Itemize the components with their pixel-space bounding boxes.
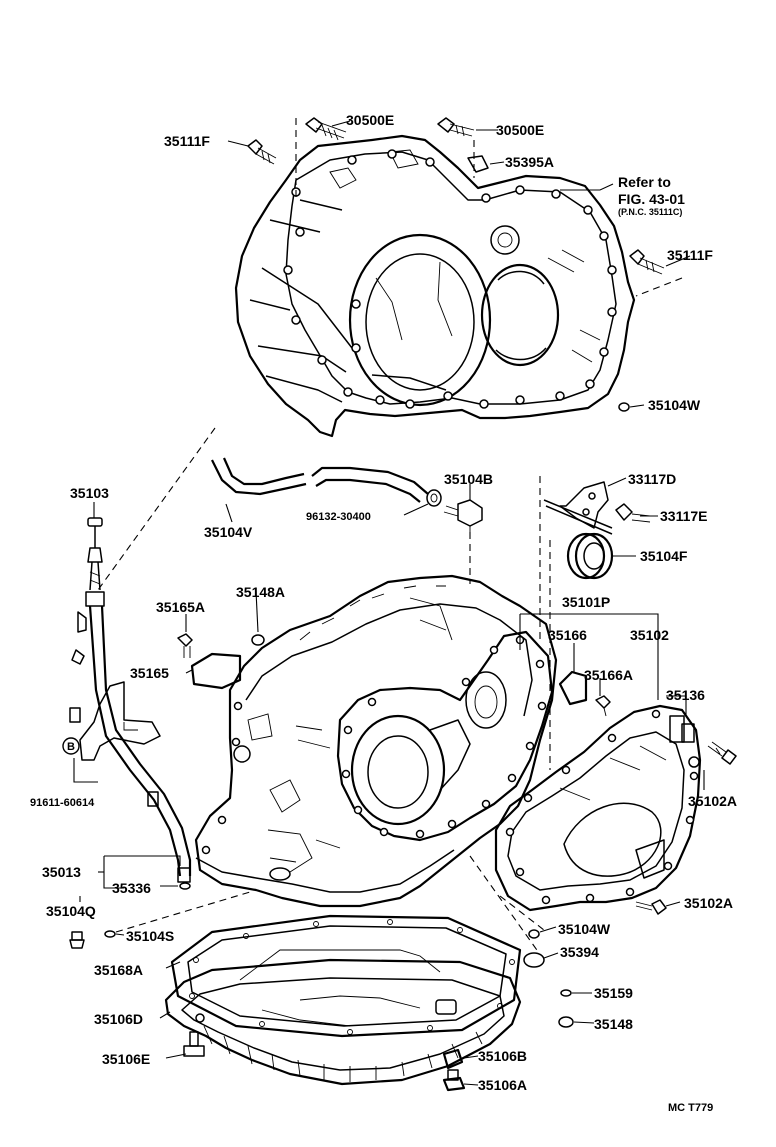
label-33117D: 33117D (628, 471, 676, 487)
label-35166: 35166 (548, 627, 587, 643)
label-35104F: 35104F (640, 548, 688, 564)
bracket-33117D (543, 481, 651, 535)
bolt-30500E-a (305, 117, 347, 141)
bolt-35102A-b (635, 899, 667, 915)
plate-35165 (190, 652, 242, 690)
label-35104V: 35104V (204, 524, 253, 540)
label-35102A-a: 35102A (688, 793, 737, 809)
label-35111F-b: 35111F (667, 247, 713, 263)
washer-35148A (251, 634, 265, 646)
oil-seal-35104F (566, 532, 614, 580)
label-35104S: 35104S (126, 928, 174, 944)
label-35111F-a: 35111F (164, 133, 210, 149)
bolt-35111F-b (629, 249, 665, 275)
label-circle-b: B (67, 741, 75, 753)
label-35106D: 35106D (94, 1011, 143, 1027)
bolt-30500E-b (437, 117, 475, 137)
ring-35159 (560, 989, 572, 997)
label-35103: 35103 (70, 485, 109, 501)
label-35165: 35165 (130, 665, 169, 681)
label-30500E-a: 30500E (346, 112, 394, 128)
label-35104B: 35104B (444, 471, 493, 487)
label-35104W-a: 35104W (648, 397, 701, 413)
flange-bolt-holes (283, 149, 617, 409)
part-number-labels: 30500E 30500E 35111F 35395A Refer to FIG… (30, 112, 737, 1114)
label-refer-to: Refer to (618, 174, 671, 190)
oring-35104S (104, 930, 116, 938)
label-35102A-b: 35102A (684, 895, 733, 911)
label-35106B: 35106B (478, 1048, 527, 1064)
oil-pan-gasket-35168A (170, 914, 522, 1038)
label-35168A: 35168A (94, 962, 143, 978)
plug-35394 (523, 952, 545, 968)
label-35148: 35148 (594, 1016, 633, 1032)
bolt-35166A (595, 695, 611, 717)
extension-bolt-holes (505, 709, 699, 905)
circle-b-marker: B (62, 737, 80, 755)
oring-35104W-b (528, 929, 540, 939)
label-30500E-b: 30500E (496, 122, 544, 138)
bottom-leaders (115, 891, 595, 1086)
label-35104Q: 35104Q (46, 903, 96, 919)
gasket-bolt-holes (189, 919, 515, 1035)
diagram-code: MC T779 (668, 1102, 713, 1114)
breather-hoses (211, 457, 483, 584)
magnet-35106B (442, 1048, 464, 1070)
bolt-35165A (177, 633, 193, 658)
label-35159: 35159 (594, 985, 633, 1001)
label-35102: 35102 (630, 627, 669, 643)
label-35104W-b: 35104W (558, 921, 611, 937)
dipstick-assembly (69, 517, 192, 890)
dipstick-leaders (73, 502, 181, 902)
label-35394: 35394 (560, 944, 599, 960)
label-35013: 35013 (42, 864, 81, 880)
middle-leaders-a (225, 484, 471, 523)
bolt-35111F-a (247, 139, 277, 165)
middle-leaders-b (185, 476, 705, 961)
oil-pan-35106D (164, 949, 522, 1086)
label-35166A: 35166A (584, 667, 633, 683)
upper-leaders (97, 118, 691, 591)
label-35106E: 35106E (102, 1051, 150, 1067)
label-35106A: 35106A (478, 1077, 527, 1093)
label-35136: 35136 (666, 687, 705, 703)
plug-35106A (442, 1069, 466, 1092)
label-35165A: 35165A (156, 599, 205, 615)
bolt-35102A-a (707, 741, 737, 765)
label-33117E: 33117E (660, 508, 708, 524)
label-96132-30400: 96132-30400 (306, 511, 371, 523)
label-91611-60614: 91611-60614 (30, 797, 95, 809)
label-35148A: 35148A (236, 584, 285, 600)
bolt-35104Q (69, 931, 85, 949)
label-35336: 35336 (112, 880, 151, 896)
drain-plug-35106E (183, 1031, 205, 1057)
case-bolt-holes (201, 635, 547, 855)
label-35101P: 35101P (562, 594, 610, 610)
plate-35166 (558, 670, 588, 706)
transaxle-housing (234, 117, 665, 438)
extension-housing-35102 (494, 704, 702, 912)
label-35395A: 35395A (505, 154, 554, 170)
label-refer-fig: FIG. 43-01 (618, 191, 685, 207)
washer-35148 (558, 1016, 574, 1028)
transaxle-case (194, 574, 558, 908)
label-refer-pnc: (P.N.C. 35111C) (618, 207, 682, 217)
